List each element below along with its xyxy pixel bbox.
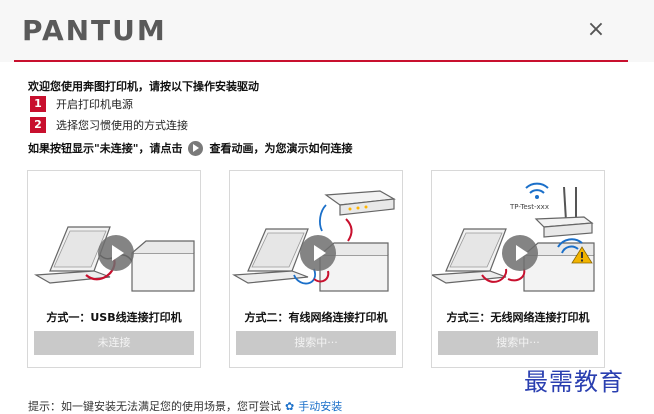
connect-button-usb[interactable]: 未连接: [34, 331, 194, 355]
method-label: 方式二：有线网络连接打印机: [244, 311, 388, 324]
hint-text: 如果按钮显示"未连接"，请点击 查看动画，为您演示如何连接: [28, 140, 352, 157]
play-icon[interactable]: [502, 235, 538, 271]
warning-icon: [571, 246, 593, 264]
play-icon: [188, 140, 204, 156]
wired-illustration: [231, 190, 396, 292]
step-number-badge: 2: [30, 117, 46, 133]
step-text: 选择您习惯使用的方式连接: [56, 119, 188, 132]
header-bar: PANTUM ×: [0, 0, 654, 62]
method-card-usb: 方式一：USB线连接打印机 未连接: [27, 170, 201, 368]
play-icon[interactable]: [98, 235, 134, 271]
intro-text: 欢迎您使用奔图打印机，请按以下操作安装驱动: [28, 80, 259, 93]
connect-button-wireless[interactable]: 搜索中···: [438, 331, 598, 355]
hint-after: 查看动画，为您演示如何连接: [209, 142, 353, 155]
pantum-logo: PANTUM: [22, 14, 167, 47]
method-label: 方式三：无线网络连接打印机: [446, 311, 590, 324]
method-card-wired: 方式二：有线网络连接打印机 搜索中···: [229, 170, 403, 368]
step-2: 2 选择您习惯使用的方式连接: [30, 117, 188, 133]
method-label: 方式一：USB线连接打印机: [46, 311, 182, 324]
footer-tip: 提示：如一键安装无法满足您的使用场景，您可尝试✿手动安装: [28, 398, 342, 414]
hint-before: 如果按钮显示"未连接"，请点击: [28, 142, 183, 155]
usb-illustration: [33, 226, 195, 292]
header-divider: [14, 60, 628, 62]
method-card-wireless: TP-Test-xxx 方式三：无线网络连接打印机 搜索中···: [431, 170, 605, 368]
wifi-icon: [525, 182, 549, 199]
watermark: 最需教育: [524, 368, 624, 396]
ssid-label: TP-Test-xxx: [509, 203, 549, 211]
connect-button-wired[interactable]: 搜索中···: [236, 331, 396, 355]
close-icon[interactable]: ×: [586, 17, 606, 42]
step-1: 1 开启打印机电源: [30, 96, 133, 112]
wireless-illustration: TP-Test-xxx: [432, 182, 595, 292]
step-number-badge: 1: [30, 96, 46, 112]
play-icon[interactable]: [300, 235, 336, 271]
step-text: 开启打印机电源: [56, 98, 133, 111]
